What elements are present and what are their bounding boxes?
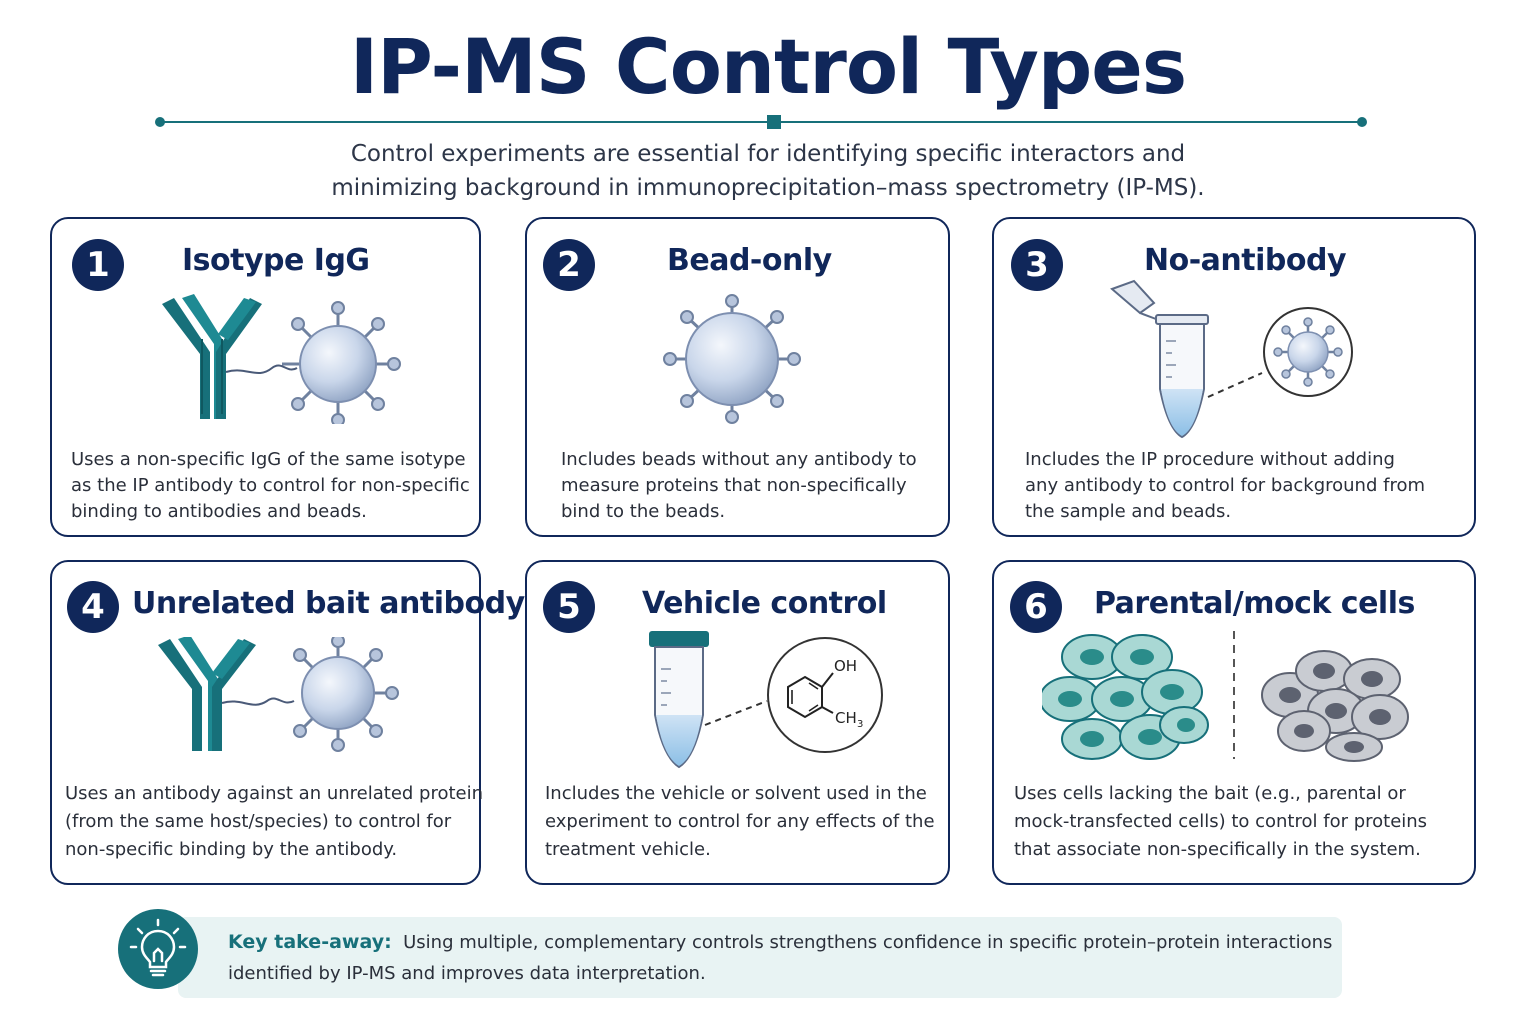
card-title: Vehicle control (642, 586, 887, 621)
hydroxyl-label: OH (834, 657, 857, 675)
card-parental-mock-cells: 6 Parental/mock cells (992, 560, 1476, 885)
card-title: Parental/mock cells (1094, 586, 1415, 621)
card-number: 1 (72, 239, 124, 291)
antibody-icon (158, 637, 256, 751)
card-title: Unrelated bait antibody (132, 586, 525, 621)
card-no-antibody: 3 No-antibody (992, 217, 1476, 537)
card-number: 5 (543, 581, 595, 633)
bead-icon (282, 301, 401, 424)
antibody-bead-illustration (158, 637, 399, 752)
card-title: Isotype IgG (182, 243, 370, 278)
card-description: Uses an antibody against an unrelated pr… (65, 783, 484, 860)
methyl-subscript: 3 (857, 719, 863, 730)
card-isotype-igg: 1 Isotype IgG (50, 217, 481, 537)
card-description: Uses a non-specific IgG of the same isot… (71, 449, 470, 522)
antibody-icon (162, 294, 262, 419)
takeaway-text: Key take-away: Using multiple, complemen… (228, 927, 1332, 989)
methyl-label: CH (835, 709, 857, 727)
subtitle: Control experiments are essential for id… (0, 137, 1536, 205)
takeaway-panel (178, 917, 1342, 998)
card-number: 2 (543, 239, 595, 291)
page-title: IP-MS Control Types (349, 22, 1187, 111)
cells-illustration (1042, 631, 1409, 762)
tube-icon (649, 631, 709, 769)
subtitle-line-2: minimizing background in immunoprecipita… (331, 175, 1205, 201)
card-number: 4 (67, 581, 119, 633)
takeaway-line-1: Using multiple, complementary controls s… (403, 932, 1333, 953)
card-title: Bead-only (667, 243, 832, 278)
card-description: Includes beads without any antibody to m… (561, 449, 917, 522)
lightbulb-icon (118, 909, 198, 989)
title-divider (155, 115, 1367, 129)
card-bead-only: 2 Bead-only Includes beads without any a… (525, 217, 950, 537)
molecule-icon: OH CH 3 (787, 657, 863, 730)
tube-molecule-illustration: OH CH 3 (649, 631, 883, 769)
card-vehicle-control: 5 Vehicle control OH CH 3 Includes the v… (525, 560, 950, 885)
bead-icon (663, 294, 801, 424)
cells-icon (1042, 631, 1409, 762)
takeaway-label: Key take-away: (228, 931, 392, 953)
antibody-bead-illustration (162, 294, 401, 424)
card-title: No-antibody (1144, 243, 1347, 278)
bead-icon (1273, 317, 1343, 387)
card-number: 6 (1010, 581, 1062, 633)
card-description: Uses cells lacking the bait (e.g., paren… (1014, 783, 1428, 860)
tube-icon (1110, 279, 1209, 439)
card-unrelated-bait-antibody: 4 Unrelated bait antibody (50, 560, 525, 885)
bead-illustration (663, 294, 801, 424)
takeaway-line-2: identified by IP-MS and improves data in… (228, 963, 706, 984)
card-number: 3 (1011, 239, 1063, 291)
card-description: Includes the IP procedure without adding… (1025, 449, 1425, 522)
bead-icon (293, 637, 399, 752)
subtitle-line-1: Control experiments are essential for id… (350, 141, 1186, 167)
card-description: Includes the vehicle or solvent used in … (545, 783, 935, 860)
tube-bead-illustration (1110, 279, 1353, 439)
